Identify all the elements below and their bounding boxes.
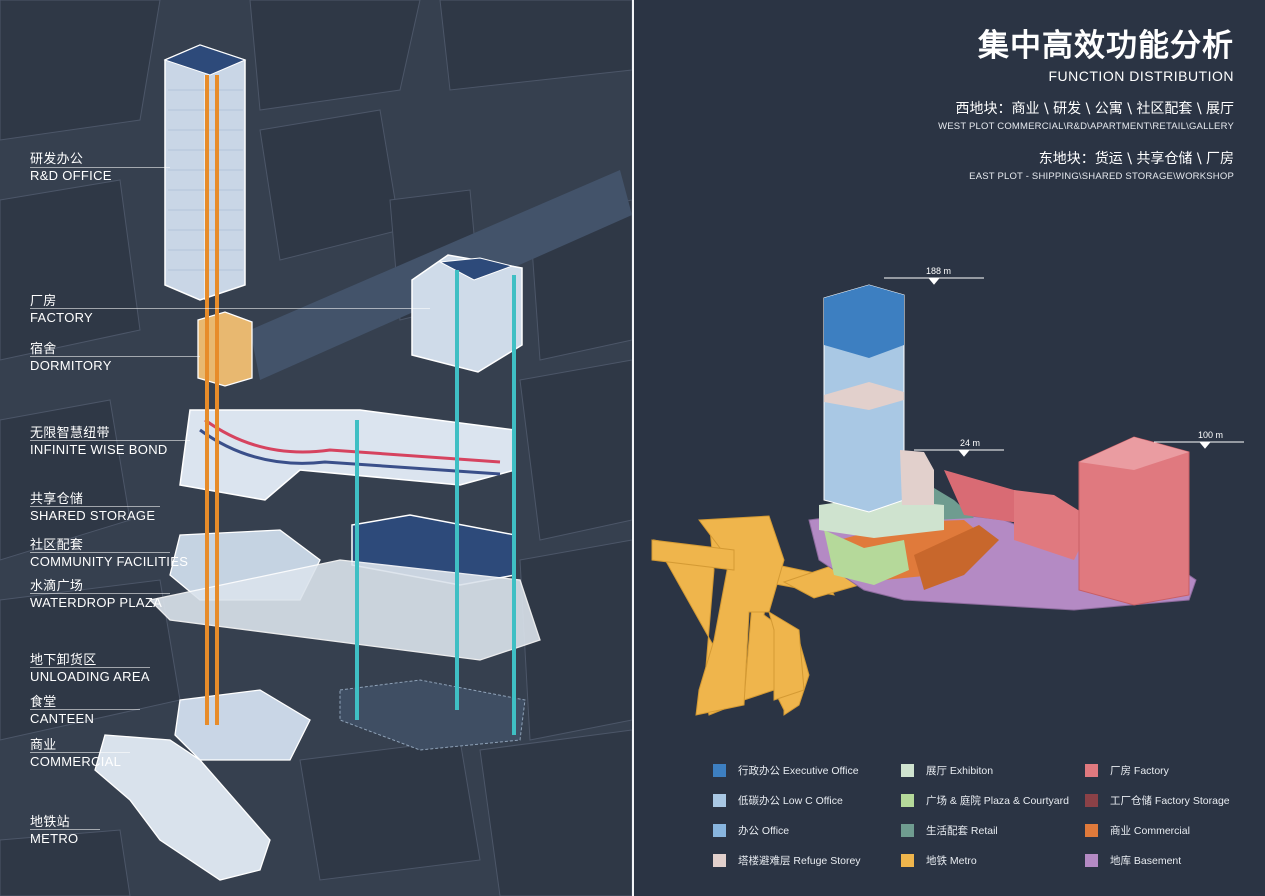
legend-factory: 厂房 Factory — [1085, 763, 1169, 778]
legend-factory-storage: 工厂仓储 Factory Storage — [1085, 793, 1230, 808]
leader-unloading-area — [30, 667, 150, 668]
legend-exhibition: 展厅 Exhibiton — [901, 763, 993, 778]
factory-mass-top — [1079, 437, 1189, 470]
legend-plaza-courtyard: 广场 & 庭院 Plaza & Courtyard — [901, 793, 1069, 808]
height-marker-tower — [884, 277, 984, 285]
swatch-office — [713, 824, 726, 837]
canteen-block — [174, 689, 311, 761]
height-marker-east — [1154, 441, 1244, 449]
east-factory-block — [411, 254, 523, 373]
dormitory-block — [197, 311, 253, 387]
legend-refuge-storey: 塔楼避难层 Refuge Storey — [713, 853, 861, 868]
metro-mass — [651, 515, 835, 716]
factory-link — [1014, 490, 1094, 560]
leader-metro — [30, 829, 100, 830]
legend-commercial: 商业 Commercial — [1085, 823, 1190, 838]
vertical-cores — [205, 75, 516, 735]
swatch-basement — [1085, 854, 1098, 867]
west-plot-en: WEST PLOT COMMERCIAL\R&D\APARTMENT\RETAI… — [938, 121, 1234, 132]
leader-infinite-wise-bond — [30, 440, 190, 441]
swatch-factory-storage — [1085, 794, 1098, 807]
legend-low-c-office: 低碳办公 Low C Office — [713, 793, 843, 808]
commercial-mass-2 — [914, 525, 999, 590]
legend-retail: 生活配套 Retail — [901, 823, 998, 838]
leader-canteen — [30, 709, 140, 710]
tower-refuge-storey — [824, 382, 904, 410]
east-plot-cn: 东地块：货运 \ 共享仓储 \ 厂房 — [1038, 151, 1234, 167]
height-label-tower: 188 m — [926, 266, 952, 276]
title-cn: 集中高效功能分析 — [978, 28, 1234, 64]
plaza-courtyard-mass — [824, 530, 909, 585]
leader-factory — [30, 308, 430, 309]
swatch-low-c-office — [713, 794, 726, 807]
legend-basement: 地库 Basement — [1085, 853, 1181, 868]
unloading-area — [339, 679, 526, 751]
exhibition-mass — [819, 498, 944, 538]
leader-commercial — [30, 752, 130, 753]
swatch-retail — [901, 824, 914, 837]
legend-metro: 地铁 Metro — [901, 853, 977, 868]
leader-community-facilities — [30, 552, 170, 553]
panel-divider — [632, 0, 634, 896]
leader-dormitory — [30, 356, 200, 357]
west-plot-cn: 西地块：商业 \ 研发 \ 公寓 \ 社区配套 \ 展厅 — [955, 101, 1234, 117]
infinite-wise-bond — [179, 409, 516, 501]
swatch-exhibition — [901, 764, 914, 777]
podium-office — [900, 450, 934, 505]
swatch-metro — [901, 854, 914, 867]
title-en: FUNCTION DISTRIBUTION — [1048, 68, 1234, 84]
swatch-plaza-courtyard — [901, 794, 914, 807]
east-plot-en: EAST PLOT - SHIPPING\SHARED STORAGE\WORK… — [969, 171, 1234, 182]
legend-executive-office: 行政办公 Executive Office — [713, 763, 859, 778]
leader-rd-office — [30, 167, 170, 168]
exploded-axonometric-drawing — [0, 0, 632, 896]
height-label-podium: 24 m — [960, 438, 981, 448]
height-marker-podium — [914, 449, 1004, 457]
metro-block — [94, 734, 271, 881]
swatch-commercial — [1085, 824, 1098, 837]
swatch-refuge-storey — [713, 854, 726, 867]
tower-executive-top — [824, 285, 904, 358]
legend-office: 办公 Office — [713, 823, 789, 838]
leader-waterdrop-plaza — [30, 593, 170, 594]
swatch-factory — [1085, 764, 1098, 777]
header: 集中高效功能分析 FUNCTION DISTRIBUTION 西地块：商业 \ … — [938, 28, 1234, 182]
function-massing-diagram — [651, 277, 1244, 716]
waterdrop-plaza — [148, 559, 541, 661]
swatch-executive-office — [713, 764, 726, 777]
leader-shared-storage — [30, 506, 160, 507]
height-label-east: 100 m — [1198, 430, 1224, 440]
